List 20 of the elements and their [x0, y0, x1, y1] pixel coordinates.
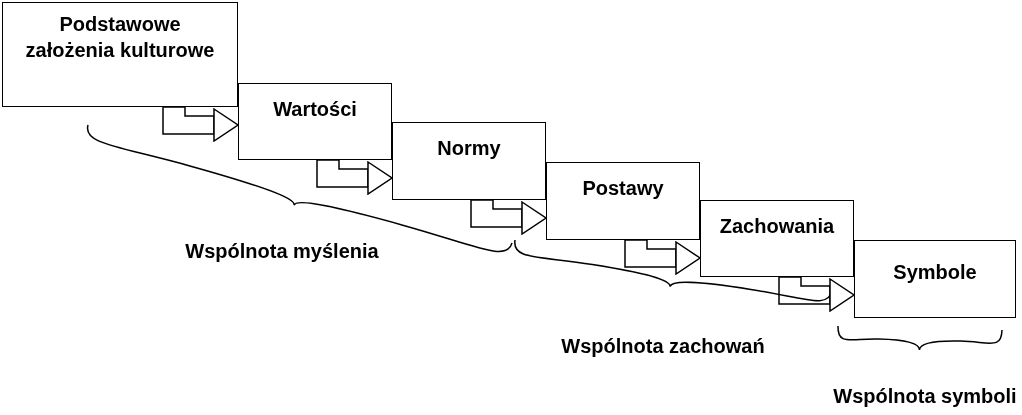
box-label: Normy [437, 136, 501, 161]
box-label: Zachowania [719, 214, 835, 239]
process-box [700, 200, 854, 277]
box-label: Symbole [893, 260, 977, 285]
box-label: Podstawowe założenia kulturowe [25, 12, 215, 63]
hollow-arrow [624, 239, 701, 275]
box-label: Postawy [582, 176, 664, 201]
brace-label: Wspólnota symboli [833, 385, 1017, 408]
hollow-arrow [778, 276, 855, 312]
process-box [238, 83, 392, 160]
box-label: Wartości [273, 97, 357, 122]
process-box [546, 162, 700, 240]
brace-label: Wspólnota myślenia [185, 240, 379, 263]
brace-label: Wspólnota zachowań [561, 335, 765, 358]
process-box [392, 122, 546, 200]
hollow-arrow [470, 199, 547, 235]
process-box [2, 2, 238, 107]
hollow-arrow [162, 106, 239, 142]
process-box [854, 240, 1016, 318]
hollow-arrow [316, 159, 393, 195]
